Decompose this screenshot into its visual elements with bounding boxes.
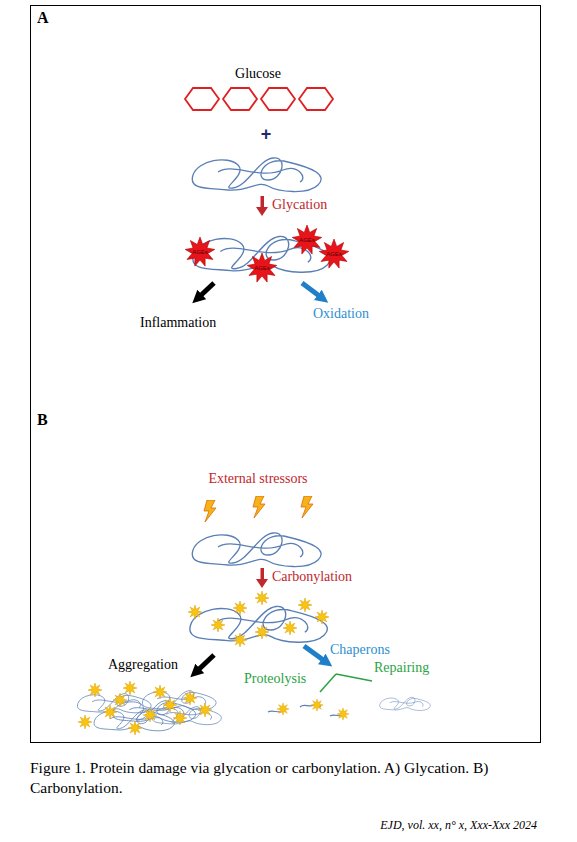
molecule-label: Glucose — [208, 66, 308, 83]
star-text: AGEs — [180, 237, 220, 267]
stressor-label: External stressors — [168, 471, 348, 488]
plus-sign: + — [256, 124, 276, 146]
outcome-label: Repairing — [374, 660, 429, 677]
outcome-label: Aggregation — [108, 657, 178, 674]
panel-letter: B — [37, 410, 48, 429]
journal-footer: EJD, vol. xx, n° x, Xxx-Xxx 2024 — [290, 818, 537, 832]
age-star: AGEs — [242, 253, 282, 283]
age-star: AGEs — [314, 239, 354, 269]
process-label: Carbonylation — [272, 569, 352, 586]
star-text: AGEs — [314, 239, 354, 269]
outcome-label: Oxidation — [313, 306, 369, 323]
process-label: Glycation — [272, 197, 327, 214]
panel-letter: A — [37, 8, 49, 27]
star-text: AGEs — [287, 225, 327, 255]
star-text: AGEs — [242, 253, 282, 283]
outcome-label: Proteolysis — [244, 671, 306, 688]
figure-caption: Figure 1. Protein damage via glycation o… — [30, 758, 545, 798]
age-star: AGEs — [180, 237, 220, 267]
age-star: AGEs — [287, 225, 327, 255]
outcome-label: Chaperons — [330, 642, 390, 659]
outcome-label: Inflammation — [140, 315, 216, 332]
